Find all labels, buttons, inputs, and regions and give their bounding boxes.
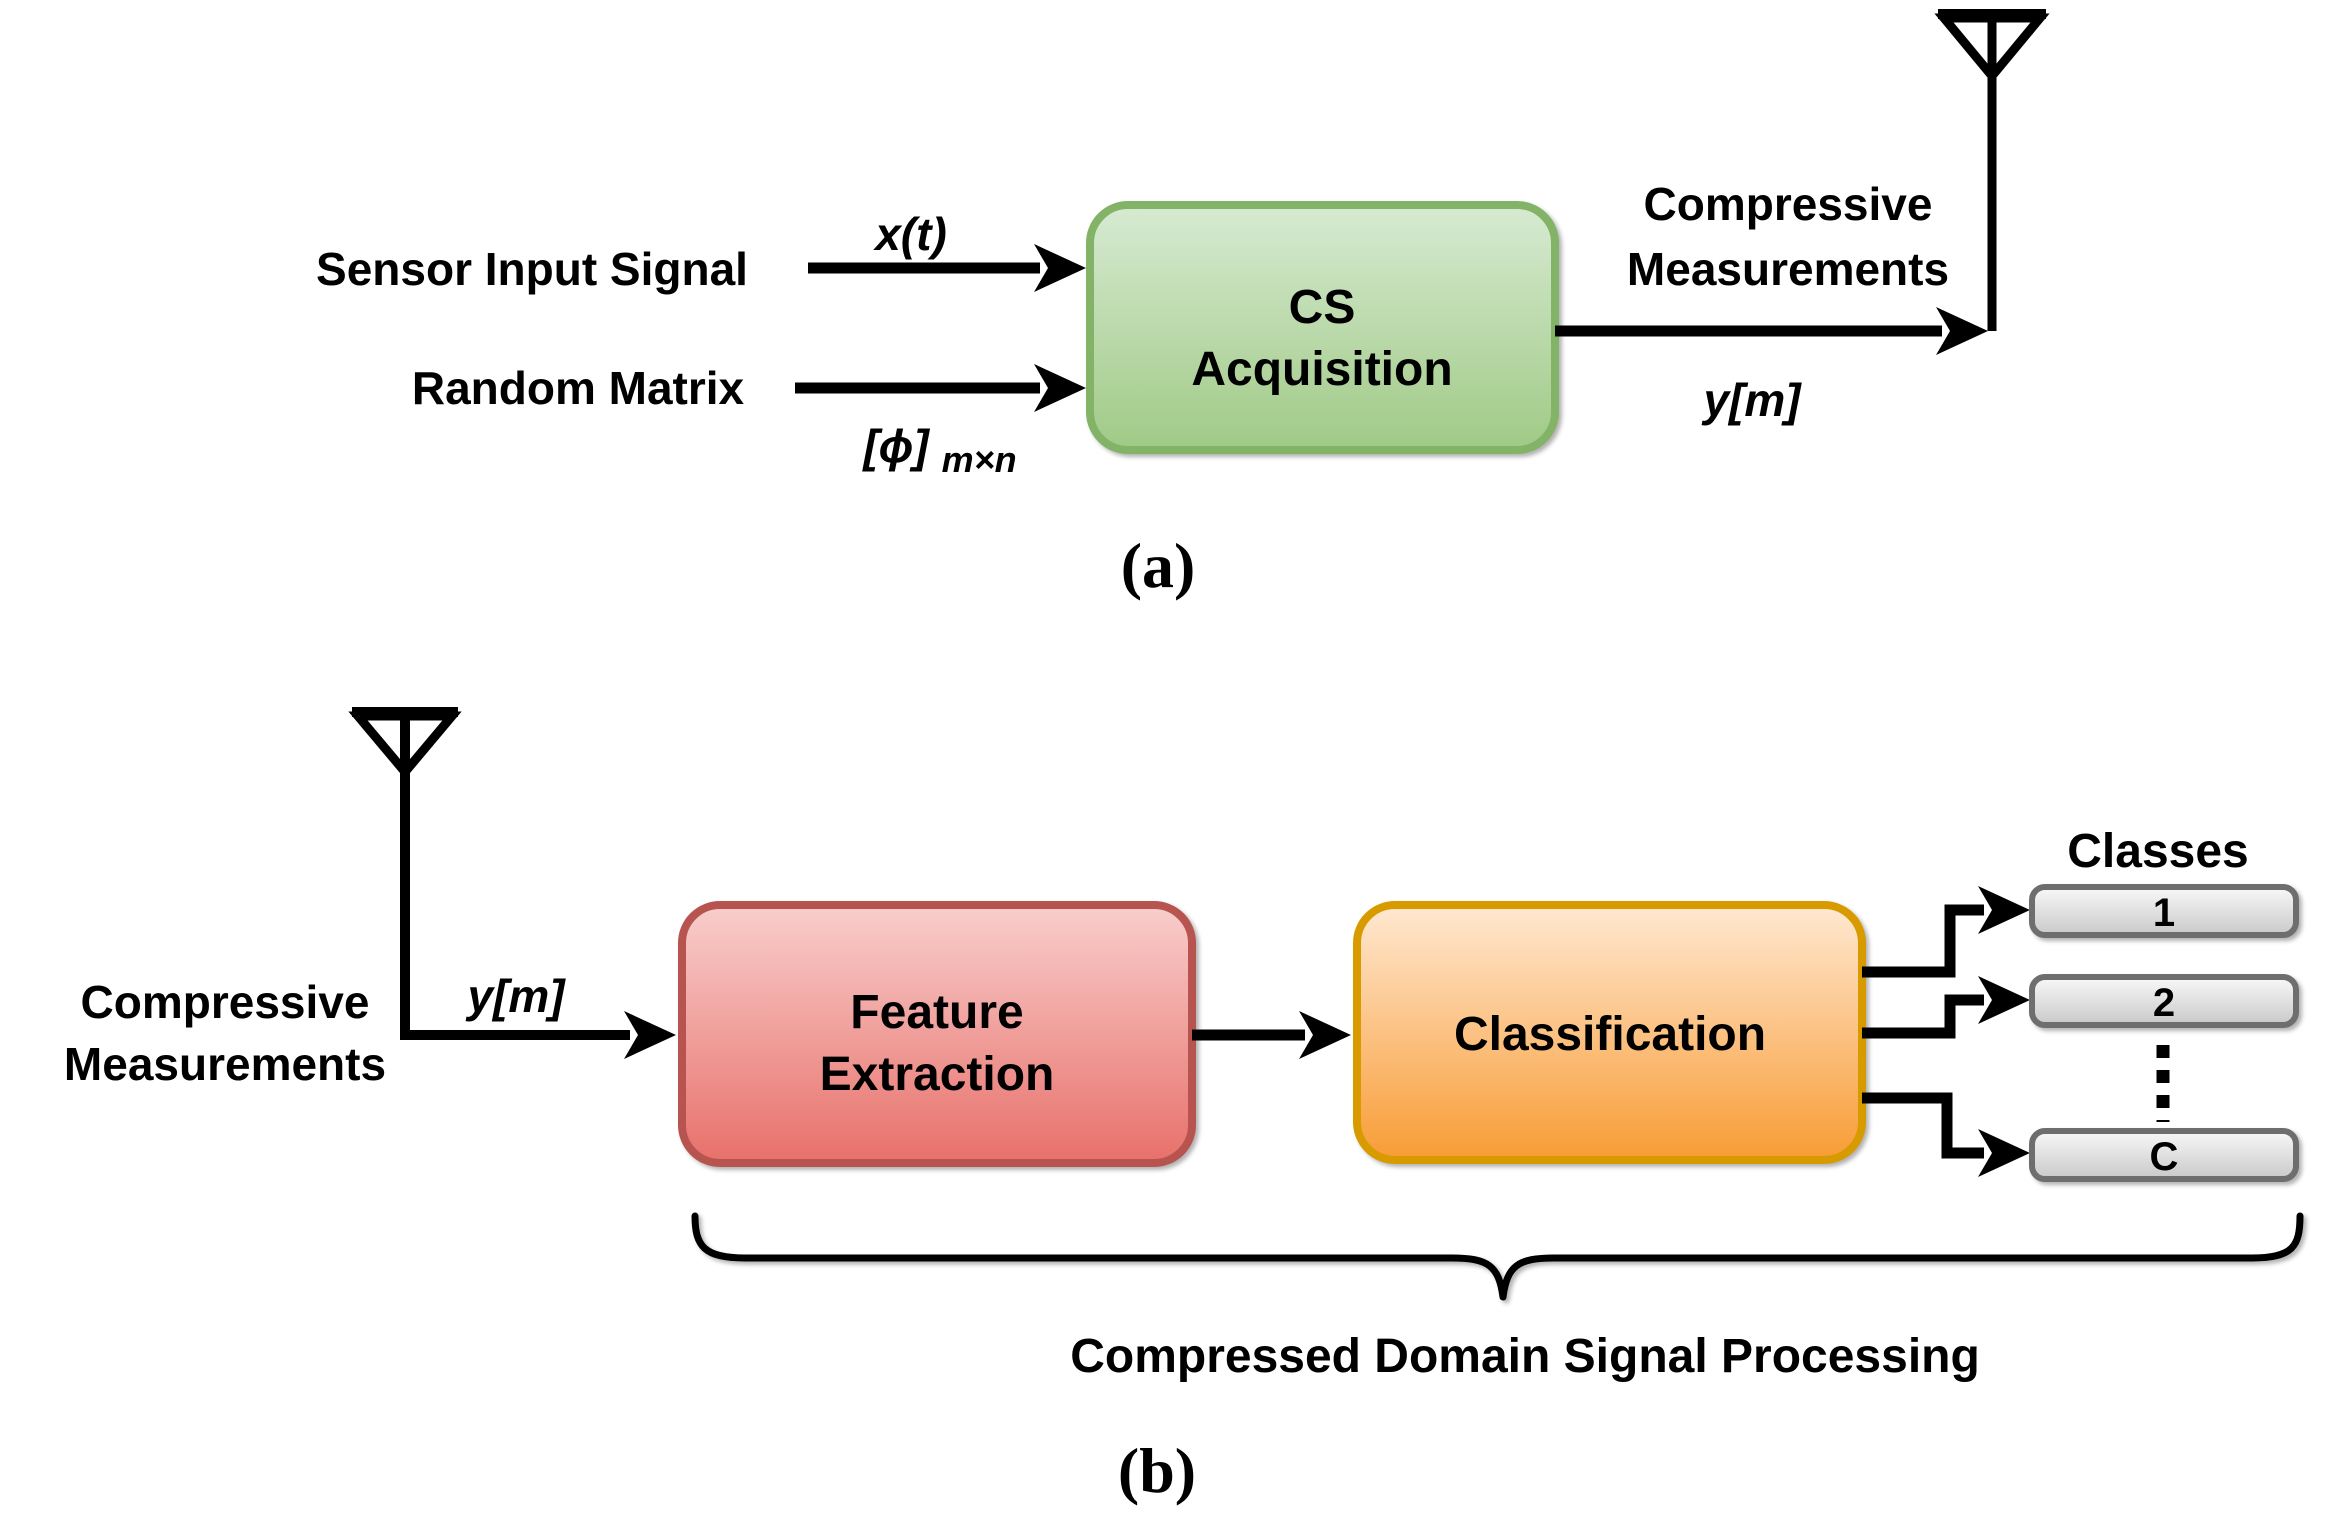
cs-box-label-line2: Acquisition — [1191, 343, 1452, 396]
cs-box-label-line1: CS — [1289, 281, 1356, 334]
class-pill-c: C — [2029, 1128, 2299, 1182]
sensor-signal-arrow — [808, 244, 1086, 292]
class-connector-1 — [1862, 886, 2030, 978]
antenna-icon — [348, 707, 630, 1040]
sensor-signal-label: x(t) — [872, 208, 947, 260]
antenna-icon — [1934, 9, 2050, 331]
panel-a: Sensor Input Signal x(t) Random Matrix [… — [316, 9, 2050, 601]
brace — [691, 1212, 2304, 1301]
matrix-signal-base: [ϕ] — [861, 420, 930, 472]
output-signal-label: y[m] — [1701, 374, 1802, 426]
matrix-signal-label: [ϕ] m×n — [861, 420, 1016, 480]
classes-heading: Classes — [2067, 825, 2248, 878]
sensor-input-label: Sensor Input Signal — [316, 243, 748, 295]
class-pill-label: 2 — [2153, 981, 2175, 1025]
class-pill-2: 2 — [2029, 974, 2299, 1028]
input-arrow — [624, 1011, 676, 1059]
feature-box-label-line1: Feature — [850, 986, 1023, 1039]
panel-b: Compressive Measurements y[m] Feature Ex… — [64, 707, 2304, 1506]
brace-label: Compressed Domain Signal Processing — [1070, 1330, 1980, 1383]
class-connector-2 — [1862, 976, 2030, 1039]
random-matrix-label: Random Matrix — [412, 362, 745, 414]
matrix-signal-arrow — [795, 364, 1086, 412]
feature-box-label-line2: Extraction — [820, 1048, 1055, 1101]
class-pill-label: 1 — [2153, 891, 2175, 935]
panel-a-caption: (a) — [1121, 530, 1196, 601]
output-label-line1: Compressive — [1644, 178, 1933, 230]
class-pill-1: 1 — [2029, 884, 2299, 938]
input-label-line1: Compressive — [81, 976, 370, 1028]
input-label-line2: Measurements — [64, 1038, 386, 1090]
input-signal-label: y[m] — [465, 970, 566, 1022]
classification-box-label: Classification — [1454, 1008, 1766, 1061]
panel-b-caption: (b) — [1118, 1435, 1196, 1506]
matrix-signal-subscript: m×n — [942, 439, 1017, 480]
output-arrow — [1555, 307, 1988, 355]
feature-to-classification-arrow — [1192, 1011, 1351, 1059]
class-connector-3 — [1862, 1092, 2030, 1177]
class-pill-label: C — [2150, 1135, 2179, 1179]
output-label-line2: Measurements — [1627, 243, 1949, 295]
